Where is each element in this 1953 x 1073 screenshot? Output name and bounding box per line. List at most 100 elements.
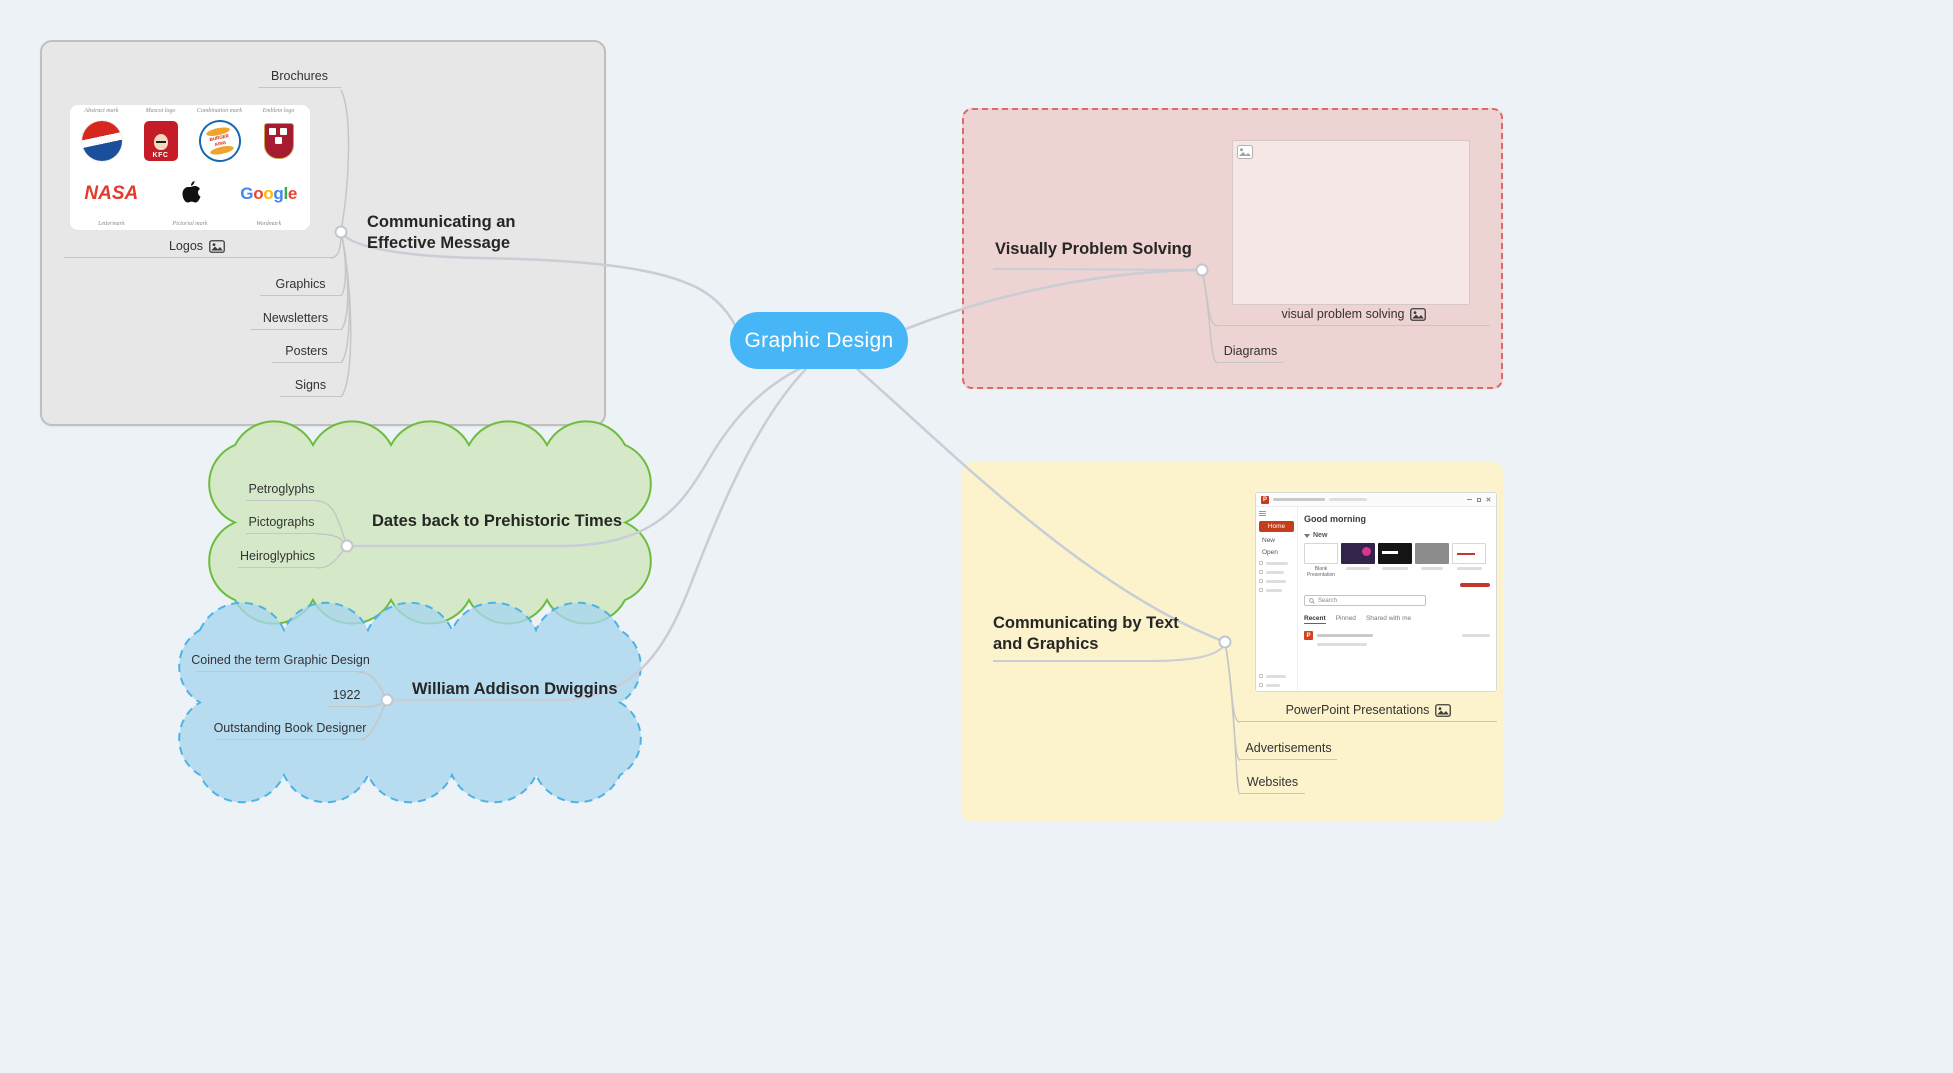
root-node-label: Graphic Design: [744, 328, 894, 352]
ppt-file-tabs: Recent Pinned Shared with me: [1304, 615, 1490, 624]
ppt-file-icon: P: [1304, 631, 1313, 640]
leaf-signs[interactable]: Signs: [280, 375, 341, 397]
leaf-coined-term[interactable]: Coined the term Graphic Design: [191, 650, 370, 672]
blank-presentation-caption: Blank Presentation: [1306, 566, 1336, 578]
logo-row-1: KFC BURGER KING: [72, 114, 308, 168]
branch-title-prehistoric[interactable]: Dates back to Prehistoric Times: [372, 512, 623, 530]
branch-title-effective-message[interactable]: Communicating an Effective Message: [367, 213, 516, 252]
leaf-logos[interactable]: Logos: [64, 236, 330, 258]
leaf-label: Pictographs: [248, 515, 315, 529]
broken-image-icon: [1237, 145, 1253, 159]
label-pictorial-mark: Pictorial mark: [172, 221, 208, 227]
image-attachment-icon: [209, 240, 225, 253]
leaf-label: Newsletters: [262, 311, 329, 325]
hamburger-menu-icon: [1259, 511, 1266, 516]
kfc-logo-text: KFC: [152, 151, 169, 159]
branch-node-dot: [340, 539, 354, 553]
leaf-label: 1922: [332, 688, 361, 702]
leaf-1922[interactable]: 1922: [328, 685, 365, 707]
ppt-nav-rail: Home New Open: [1256, 507, 1298, 691]
leaf-book-designer[interactable]: Outstanding Book Designer: [213, 718, 367, 740]
leaf-brochures[interactable]: Brochures: [258, 66, 341, 88]
ppt-new-section: New: [1304, 532, 1490, 539]
leaf-label: Brochures: [271, 69, 328, 83]
ppt-tab-shared: Shared with me: [1365, 615, 1412, 622]
kfc-logo-icon: KFC: [143, 120, 178, 161]
maximize-icon: [1477, 497, 1481, 502]
leaf-pictographs[interactable]: Pictographs: [246, 512, 317, 534]
harvard-crest-icon: [263, 122, 294, 159]
leaf-visual-problem-solving-image[interactable]: visual problem solving: [1218, 304, 1490, 326]
leaf-label: PowerPoint Presentations: [1285, 703, 1430, 717]
ppt-titlebar: P: [1256, 493, 1496, 507]
leaf-diagrams[interactable]: Diagrams: [1218, 341, 1283, 363]
ppt-template-captions: Blank Presentation: [1304, 566, 1490, 578]
nasa-logo-text: NASA: [84, 183, 139, 205]
leaf-heiroglyphics[interactable]: Heiroglyphics: [238, 546, 317, 568]
label-lettermark: Lettermark: [98, 221, 125, 227]
label-wordmark: Wordmark: [256, 221, 282, 227]
leaf-label: Advertisements: [1245, 741, 1332, 755]
branch-node-dot: [380, 693, 394, 707]
leaf-websites[interactable]: Websites: [1240, 772, 1305, 794]
label-emblem-logo: Emblem logo: [262, 108, 295, 114]
search-icon: [1309, 597, 1315, 604]
leaf-label: Outstanding Book Designer: [213, 721, 367, 735]
branch-title-text-and-graphics[interactable]: Communicating by Text and Graphics: [993, 614, 1179, 653]
powerpoint-app-icon: P: [1261, 495, 1269, 504]
pepsi-logo-icon: [81, 120, 122, 161]
chevron-down-icon: [1304, 533, 1310, 538]
leaf-label: Logos: [168, 239, 204, 253]
leaf-posters[interactable]: Posters: [272, 341, 341, 363]
leaf-label: Websites: [1246, 775, 1299, 789]
window-controls: [1467, 497, 1491, 502]
leaf-label: Coined the term Graphic Design: [191, 653, 370, 667]
leaf-label: Signs: [294, 378, 327, 392]
branch-title-dwiggins[interactable]: William Addison Dwiggins: [412, 680, 618, 698]
ppt-nav-home: Home: [1259, 521, 1294, 532]
template-tile: [1415, 543, 1449, 564]
powerpoint-screenshot-image[interactable]: P Home New Open: [1255, 492, 1497, 692]
broken-image-placeholder[interactable]: [1232, 140, 1470, 305]
label-combination-mark: Combination mark: [196, 108, 243, 114]
blue-cloud[interactable]: [178, 601, 642, 804]
burger-king-logo-icon: BURGER KING: [194, 115, 245, 166]
leaf-newsletters[interactable]: Newsletters: [250, 308, 341, 330]
blank-presentation-tile: [1304, 543, 1338, 564]
ppt-tab-recent: Recent: [1304, 615, 1326, 624]
leaf-label: visual problem solving: [1281, 307, 1405, 321]
branch-title-visually-problem-solving[interactable]: Visually Problem Solving: [995, 240, 1192, 258]
leaf-advertisements[interactable]: Advertisements: [1240, 738, 1337, 760]
leaf-graphics[interactable]: Graphics: [260, 274, 341, 296]
leaf-label: Petroglyphs: [248, 482, 315, 496]
ppt-recent-file-row: P: [1304, 631, 1490, 640]
logo-row-2: NASA Google: [72, 168, 308, 222]
template-tile: [1452, 543, 1486, 564]
google-logo-text: Google: [240, 184, 298, 204]
leaf-label: Diagrams: [1223, 344, 1278, 358]
ppt-more-themes-link: [1304, 583, 1490, 587]
image-attachment-icon: [1410, 308, 1426, 321]
minimize-icon: [1467, 499, 1472, 500]
ppt-file-path: [1317, 643, 1367, 646]
leaf-label: Heiroglyphics: [239, 549, 316, 563]
template-tile: [1341, 543, 1375, 564]
logo-types-image[interactable]: Abstract mark Mascot logo Combination ma…: [70, 105, 310, 230]
ppt-greeting: Good morning: [1304, 514, 1366, 524]
ppt-search-box: Search: [1304, 595, 1426, 606]
image-attachment-icon: [1435, 704, 1451, 717]
ppt-main-area: Good morning New Blank Presentation: [1298, 507, 1496, 691]
template-tile: [1378, 543, 1412, 564]
logo-top-labels: Abstract mark Mascot logo Combination ma…: [72, 108, 308, 114]
ppt-nav-new: New: [1262, 537, 1276, 544]
ppt-title-bar-text: [1273, 498, 1325, 501]
ppt-nav-open: Open: [1262, 549, 1278, 556]
root-node[interactable]: Graphic Design: [730, 312, 908, 369]
leaf-label: Graphics: [275, 277, 326, 291]
leaf-powerpoint-presentations[interactable]: PowerPoint Presentations: [1240, 700, 1497, 722]
close-icon: [1486, 497, 1491, 502]
kfc-colonel-face: [153, 133, 168, 150]
leaf-label: Posters: [285, 344, 328, 358]
leaf-petroglyphs[interactable]: Petroglyphs: [246, 479, 317, 501]
